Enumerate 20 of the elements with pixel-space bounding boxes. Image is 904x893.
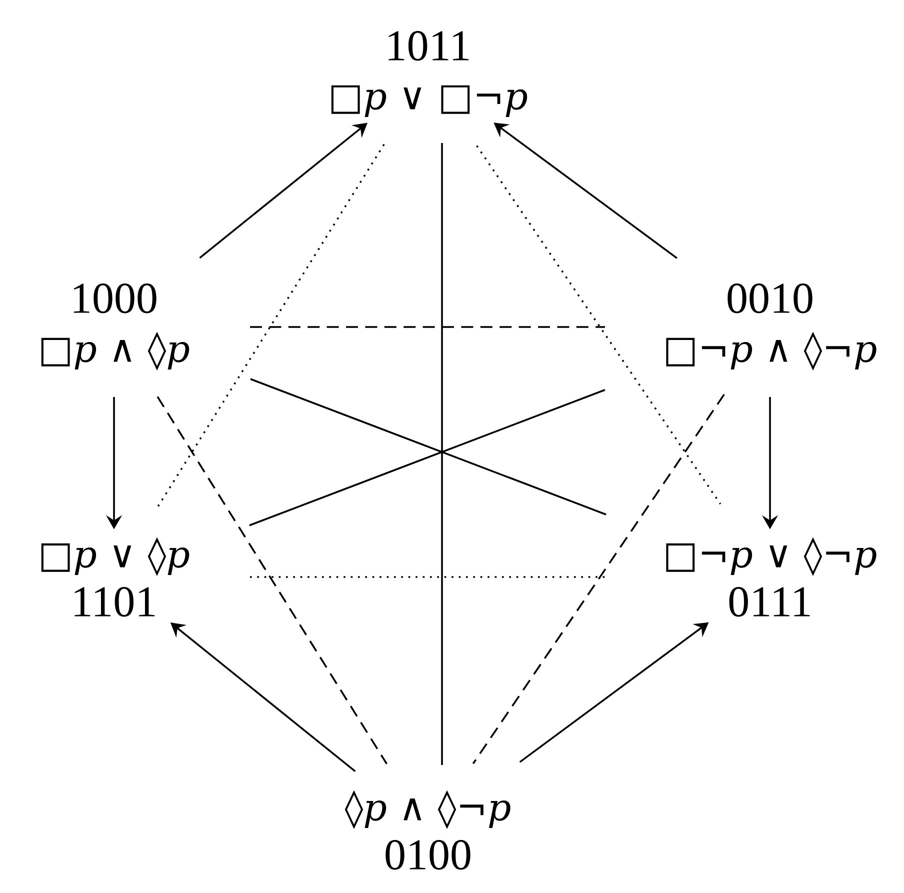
bit-string: 1011 [388, 31, 469, 61]
line [249, 389, 606, 526]
dotted-line [476, 145, 722, 505]
bit-string: 1000 [74, 284, 156, 314]
formula: □p ∨ ◊p [41, 537, 190, 576]
formula: ◊p ∧ ◊¬p [344, 790, 510, 829]
bit-string: 0010 [728, 284, 812, 314]
dashed-line [250, 326, 606, 328]
bit-string: 1101 [74, 587, 155, 617]
formula: □p ∨ □¬p [331, 85, 528, 117]
dashed-line [472, 394, 725, 764]
formula: □¬p ∧ ◊¬p [666, 332, 876, 370]
formula: □p ∧ ◊p [41, 332, 190, 370]
line [441, 143, 443, 765]
dashed-line [156, 396, 388, 764]
bit-string: 0111 [729, 587, 810, 617]
bit-string: 0100 [386, 840, 470, 870]
dotted-line [250, 576, 606, 578]
line [250, 378, 606, 516]
formula: □¬p ∨ ◊¬p [666, 537, 876, 576]
